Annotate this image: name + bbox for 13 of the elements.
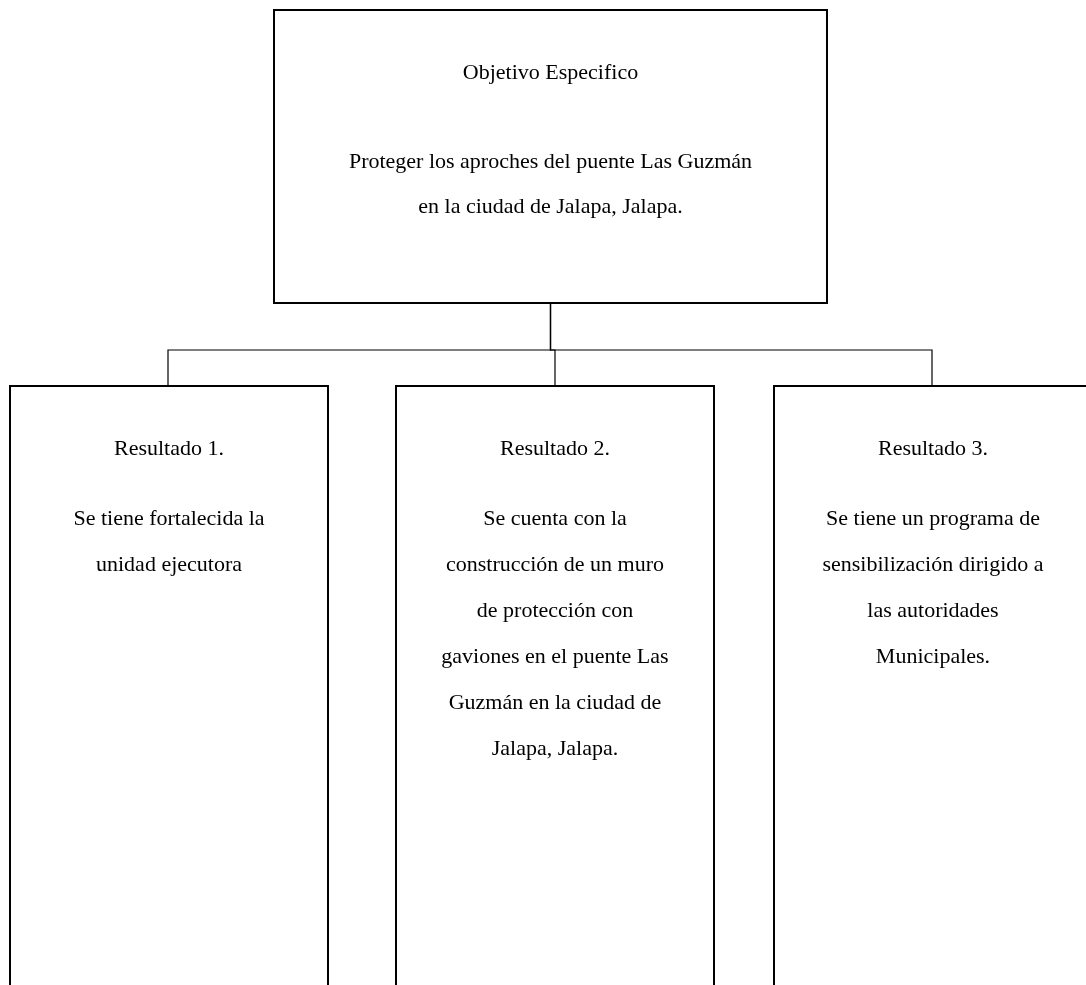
- box-heading: Resultado 1.: [113, 434, 225, 462]
- box-heading: Resultado 2.: [499, 434, 611, 462]
- connector-line: [549, 303, 933, 386]
- result-box: [395, 385, 715, 985]
- result-box: [773, 385, 1086, 985]
- box-heading: Resultado 3.: [877, 434, 989, 462]
- box-text: Se tiene un programa de sensibilización dirigido a las autoridades Municipales.: [821, 504, 1045, 670]
- result-box: [9, 385, 329, 985]
- box-text: Se cuenta con la construcción de un muro de protección con gaviones en el puente Las Guzmán en la ciudad de Jalapa, Jalapa.: [440, 504, 670, 762]
- box-text: Se tiene fortalecida la unidad ejecutora: [72, 504, 266, 578]
- box-text: Proteger los aproches del puente Las Guzmán en la ciudad de Jalapa, Jalapa.: [347, 147, 754, 220]
- box-heading: Objetivo Especifico: [461, 58, 640, 86]
- objective-box: [273, 9, 828, 304]
